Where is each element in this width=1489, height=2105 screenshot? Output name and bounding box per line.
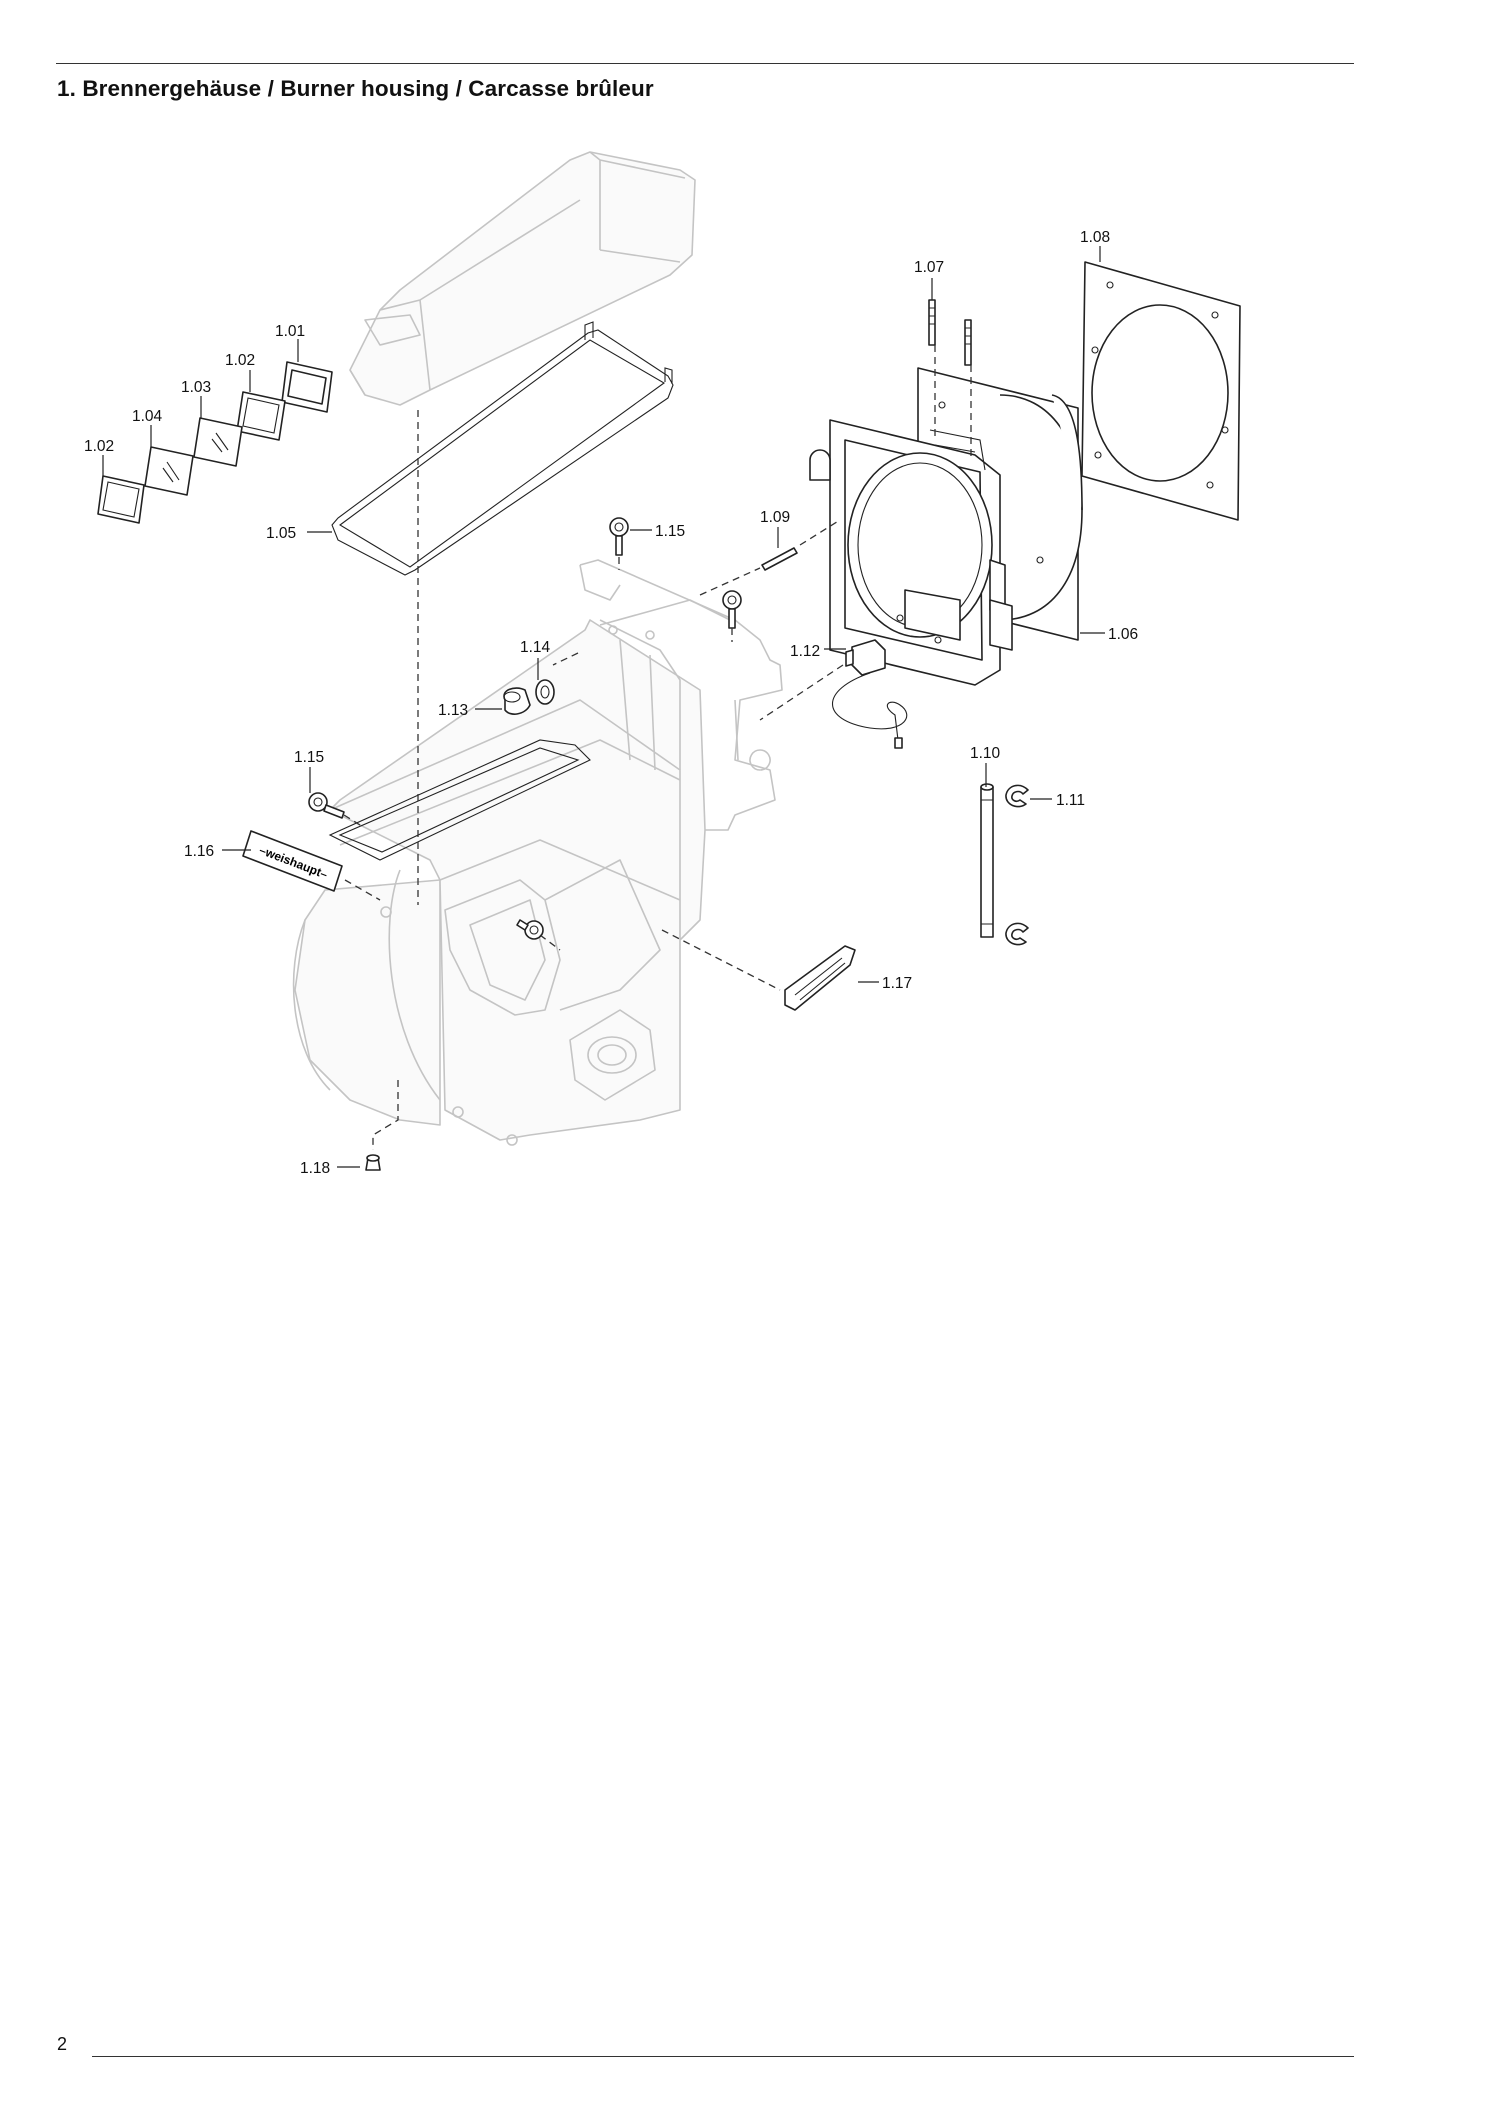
label-1-18: 1.18 — [300, 1160, 330, 1177]
eyebolt-1-15-left — [308, 792, 345, 819]
switch-1-12 — [831, 639, 908, 749]
label-1-09: 1.09 — [760, 509, 790, 526]
part-labels: 1.01 1.02 1.03 1.04 1.02 1.05 1.06 1.07 … — [84, 229, 1138, 1177]
bottom-rule — [92, 2056, 1354, 2057]
shaft-1-10 — [980, 783, 994, 938]
plug-1-18 — [365, 1154, 381, 1171]
label-1-07: 1.07 — [914, 259, 944, 276]
label-1-08: 1.08 — [1080, 229, 1110, 246]
glass-1-03 — [193, 417, 243, 467]
page-number: 2 — [57, 2034, 68, 2054]
label-1-13: 1.13 — [438, 702, 468, 719]
gasket-lower — [328, 739, 591, 861]
circlip-1-11-a — [1005, 784, 1029, 808]
top-rule — [56, 63, 1354, 64]
label-1-12: 1.12 — [790, 643, 820, 660]
circlip-1-11-b — [1005, 922, 1029, 946]
gasket-1-05 — [331, 321, 674, 576]
label-1-05: 1.05 — [266, 525, 296, 542]
gasket-1-02-a — [236, 391, 286, 441]
label-1-16: 1.16 — [184, 843, 214, 860]
label-1-11: 1.11 — [1056, 792, 1085, 809]
flange-1-06 — [809, 367, 1083, 686]
label-1-02-b: 1.02 — [84, 438, 114, 455]
studs-1-07 — [928, 299, 972, 366]
label-1-17: 1.17 — [882, 975, 912, 992]
mounting-plate-1-08 — [1081, 261, 1241, 521]
label-1-10: 1.10 — [970, 745, 1001, 762]
nameplate-1-16: –weishaupt– — [242, 830, 343, 892]
cap-1-13 — [503, 687, 531, 715]
label-1-06: 1.06 — [1108, 626, 1138, 643]
leader-lines — [102, 246, 1105, 1168]
label-1-14: 1.14 — [520, 639, 551, 656]
label-1-15-a: 1.15 — [655, 523, 685, 540]
page-title: 1. Brennergehäuse / Burner housing / Car… — [57, 76, 654, 101]
burner-housing-body — [292, 151, 783, 1146]
cover-1-17 — [784, 945, 856, 1011]
gasket-1-02-b — [97, 475, 145, 524]
assembly-lines — [343, 345, 972, 1150]
label-1-03: 1.03 — [181, 379, 211, 396]
label-1-01: 1.01 — [275, 323, 305, 340]
label-1-04: 1.04 — [132, 408, 163, 425]
frame-1-01 — [281, 361, 333, 413]
sight-glass-set — [97, 361, 333, 524]
label-1-15-b: 1.15 — [294, 749, 324, 766]
eyebolt-lower — [516, 919, 544, 940]
eyebolt-1-15-upper-b — [722, 590, 742, 629]
pin-1-09 — [761, 547, 798, 571]
label-1-02-a: 1.02 — [225, 352, 255, 369]
washer-1-14 — [535, 679, 555, 705]
glass-1-04 — [144, 446, 194, 496]
eyebolt-1-15-upper-a — [609, 517, 629, 556]
